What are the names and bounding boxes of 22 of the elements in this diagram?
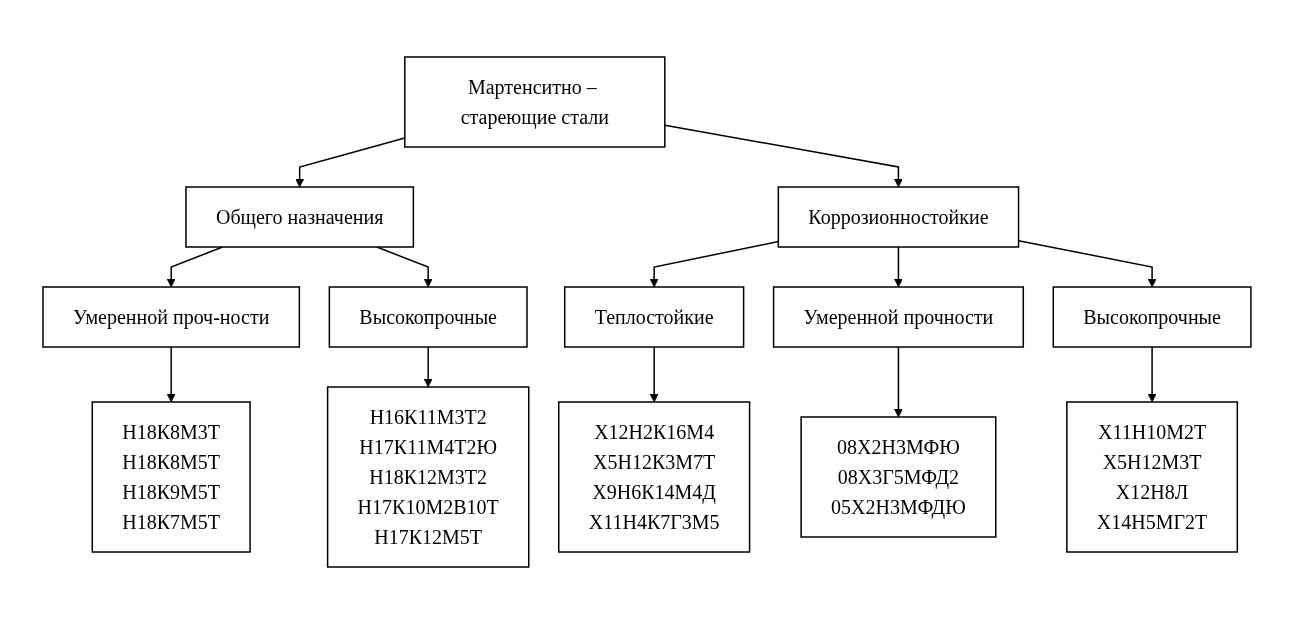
node-box: 08Х2Н3МФЮ 08Х3Г5МФД2 05Х2Н3МФДЮ bbox=[800, 415, 997, 538]
arrow bbox=[166, 245, 224, 287]
arrow bbox=[894, 245, 903, 287]
arrow bbox=[664, 124, 903, 187]
node-box: Высокопрочные bbox=[1052, 285, 1252, 348]
node-box: Умеренной проч-ности bbox=[42, 285, 301, 348]
node-box: Н18К8М3Т Н18К8М5Т Н18К9М5Т Н18К7М5Т bbox=[91, 400, 251, 553]
node-box: Теплостойкие bbox=[564, 285, 745, 348]
node-box: Х11Н10М2Т Х5Н12М3Т Х12Н8Л Х14Н5МГ2Т bbox=[1066, 400, 1239, 553]
arrow bbox=[376, 245, 433, 287]
node-box: Н16К11М3Т2 Н17К11М4Т2Ю Н18К12М3Т2 Н17К10М2В10Т Н17К12М5Т bbox=[326, 385, 530, 568]
arrow bbox=[423, 345, 433, 387]
arrow bbox=[166, 345, 176, 402]
arrow bbox=[1147, 345, 1157, 402]
node-box: Мартенситно – стареющие стали bbox=[404, 55, 666, 148]
node-box: Умеренной прочности bbox=[772, 285, 1025, 348]
arrow bbox=[894, 345, 903, 417]
node-box: Коррозионностойкие bbox=[777, 185, 1020, 248]
arrow bbox=[649, 345, 659, 402]
node-box: Общего назначения bbox=[185, 185, 415, 248]
node-box: Х12Н2К16М4 Х5Н12К3М7Т Х9Н6К14М4Д Х11Н4К7Г3М5 bbox=[558, 400, 751, 553]
node-box: Высокопрочные bbox=[328, 285, 528, 348]
